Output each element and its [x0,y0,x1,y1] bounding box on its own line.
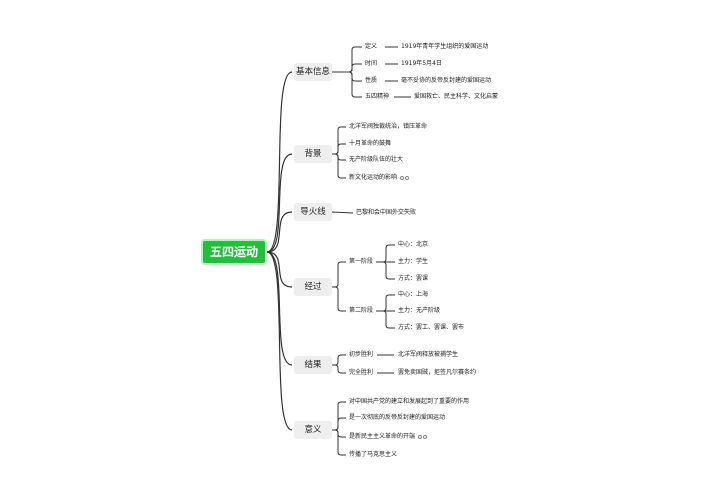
connector-line-33 [334,354,346,366]
connector-line-38 [334,401,346,431]
connector-line-23 [334,286,346,312]
connector-line-9 [348,71,362,82]
sub-definition[interactable]: 定义 [365,43,378,50]
stage-two-method[interactable]: 方式：罢工、罢课、罢市 [398,324,465,331]
connector-line-1 [266,153,293,253]
sub-nature[interactable]: 性质 [365,77,378,84]
leaf-definition-text[interactable]: 1919年青年学生组织的爱国运动 [401,43,489,50]
bg-item-2[interactable]: 十月革命的鼓舞 [349,140,392,147]
result-complete-text[interactable]: 罢免卖国贼，拒签凡尔赛条约 [398,369,477,376]
result-initial[interactable]: 初步胜利 [349,351,374,358]
connector-line-22 [334,261,346,288]
connector-line-16 [334,126,346,155]
leaf-time-text[interactable]: 1919年5月4日 [401,60,442,67]
link-icon[interactable] [418,435,428,439]
stage-two[interactable]: 第二阶段 [349,307,374,314]
connector-line-34 [334,364,346,374]
connector-line-2 [266,211,293,253]
connector-line-3 [266,251,293,288]
sub-time[interactable]: 时间 [365,60,378,67]
stage-two-force[interactable]: 主力：无产阶级 [398,307,441,314]
bg-item-4[interactable]: 新文化运动的影响 [349,173,410,183]
trigger-item[interactable]: 巴黎和会中国外交失败 [356,209,417,216]
root-node[interactable]: 五四运动 [201,239,267,265]
connector-line-17 [334,143,346,155]
connector-line-41 [334,429,346,456]
connector-line-19 [334,153,346,179]
sig-item-1[interactable]: 对中国共产党的建立和发展起到了重要的作用 [349,398,470,405]
branch-basic-info[interactable]: 基本信息 [294,63,332,81]
branch-trigger[interactable]: 导火线 [294,203,332,221]
bg-item-3[interactable]: 无产阶级队伍的壮大 [349,156,404,163]
connector-line-20 [331,211,354,214]
sig-item-4[interactable]: 传播了马克思主义 [349,451,398,458]
connector-line-5 [266,251,293,431]
stage-one-force[interactable]: 主力：学生 [398,258,429,265]
connector-line-0 [266,71,293,253]
branch-process[interactable]: 经过 [294,278,332,296]
bg-item-4-label: 新文化运动的影响 [349,174,398,181]
connector-line-7 [348,46,362,73]
connector-line-39 [334,417,346,431]
connector-line-27 [382,261,395,280]
result-initial-text[interactable]: 北洋军阀释放被捕学生 [398,351,459,358]
connector-line-25 [382,244,395,263]
stage-one-method[interactable]: 方式：罢课 [398,275,429,282]
connector-line-10 [348,71,362,98]
branch-significance[interactable]: 意义 [294,421,332,439]
connector-line-40 [334,429,346,438]
branch-background[interactable]: 背景 [294,145,332,163]
branch-result[interactable]: 结果 [294,356,332,374]
result-complete[interactable]: 完全胜利 [349,369,374,376]
sig-item-3-label: 是新民主主义革命的开端 [349,433,416,440]
sub-may-fourth-spirit[interactable]: 五四精神 [365,93,390,100]
connector-line-8 [348,63,362,73]
connector-line-31 [382,310,395,329]
leaf-nature-text[interactable]: 毫不妥协的反帝反封建的爱国运动 [401,77,492,84]
sig-item-3[interactable]: 是新民主主义革命的开端 [349,432,428,442]
connector-line-29 [382,294,395,312]
stage-one-center[interactable]: 中心：北京 [398,241,429,248]
connector-line-4 [266,251,293,366]
stage-one[interactable]: 第一阶段 [349,258,374,265]
sig-item-2[interactable]: 是一次彻底的反帝反封建的爱国运动 [349,414,446,421]
bg-item-1[interactable]: 北洋军阀独裁统治，镇压革命 [349,123,428,130]
stage-two-center[interactable]: 中心：上海 [398,291,429,298]
link-icon[interactable] [400,176,410,180]
leaf-spirit-text[interactable]: 爱国救亡、民主科学、文化启蒙 [414,93,499,100]
